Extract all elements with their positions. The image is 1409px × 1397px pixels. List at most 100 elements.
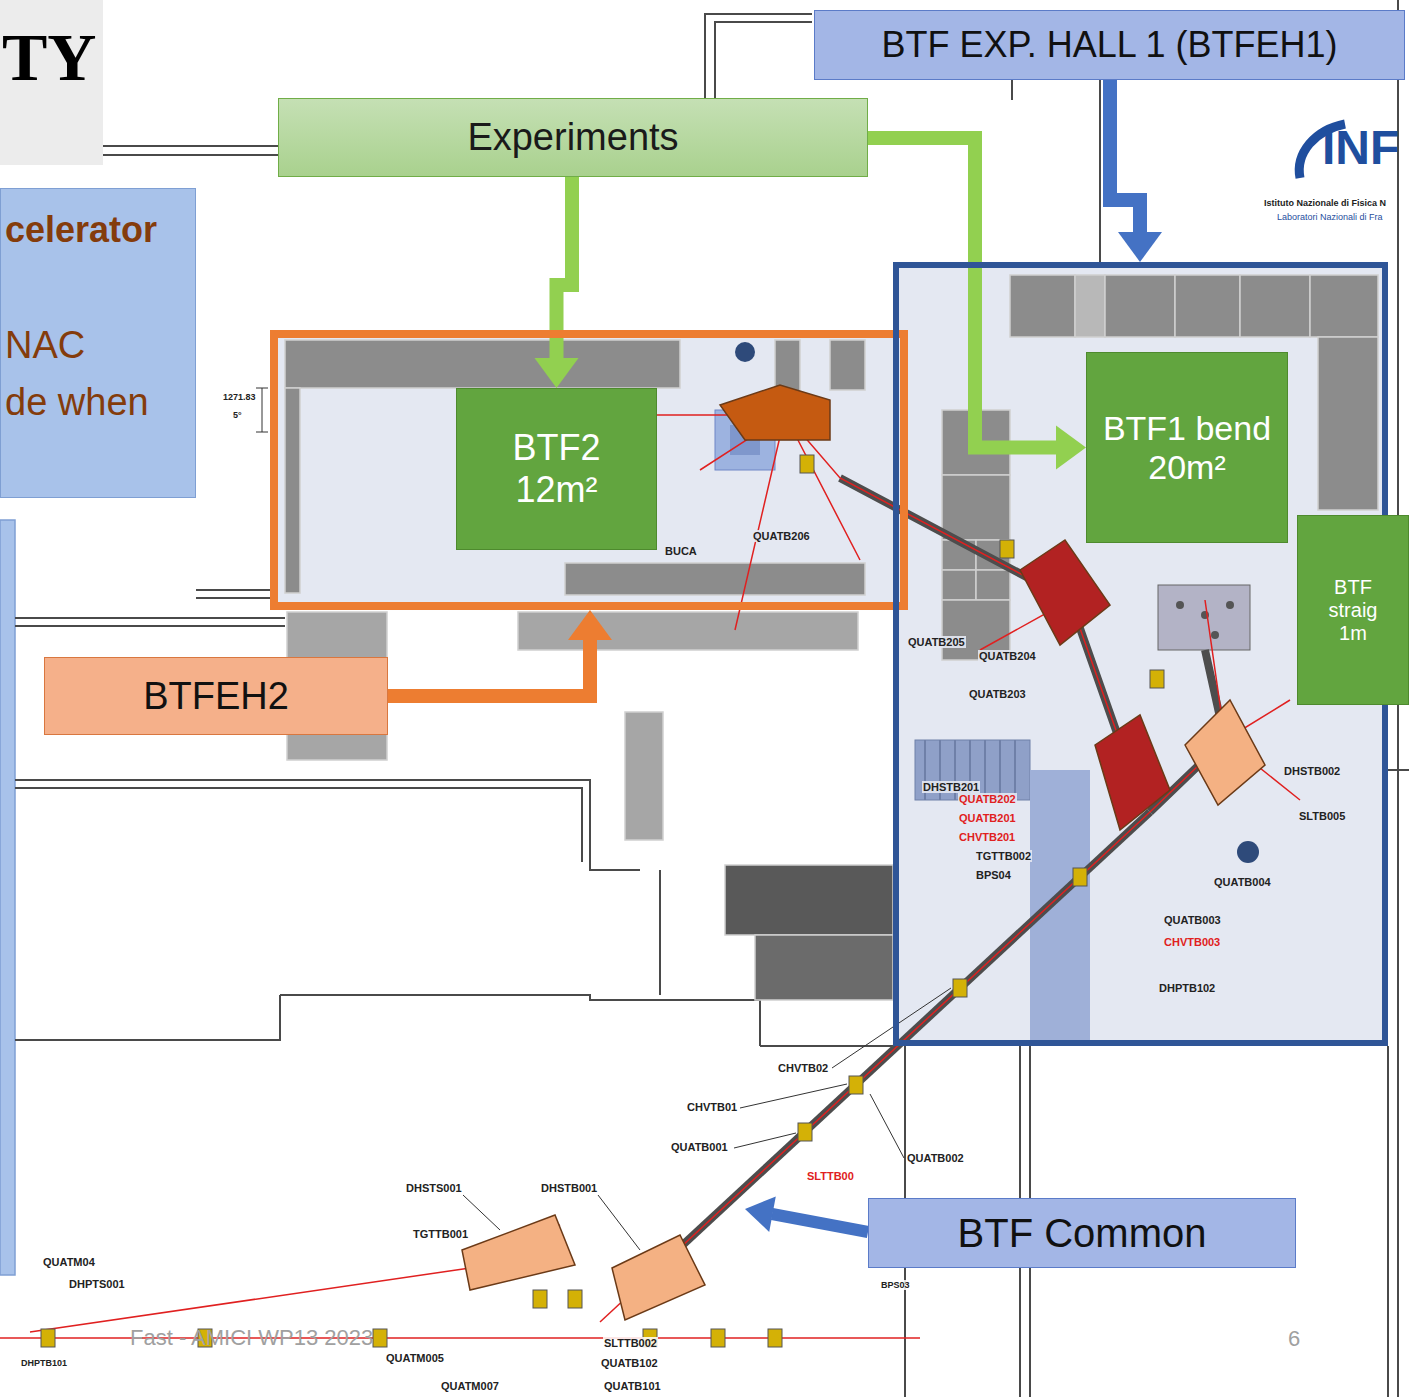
part-label: SLTTB002 [603,1337,658,1349]
plan-circle [1176,601,1184,609]
part-label: QUATM007 [440,1380,500,1392]
part-label: DHSTB001 [540,1182,598,1194]
box-text: BTF Common [958,1211,1207,1256]
plan-polygon [720,385,830,440]
plan-rect [725,865,893,935]
arrow-head [568,610,612,640]
arrow-head [1118,232,1162,262]
plan-rect [1175,275,1240,337]
plan-path [196,590,270,598]
plan-rect [1150,670,1164,688]
part-label: DHSTS001 [405,1182,463,1194]
part-label: QUATB004 [1213,876,1272,888]
box-text: BTF1 bend [1103,409,1271,448]
part-label: QUATB002 [906,1152,965,1164]
dimension: 1271.83 [222,392,257,402]
plan-rect [1075,275,1105,337]
line-label: BTF Common [868,1198,1296,1268]
arrow-head [535,358,579,388]
part-label: CHVTB201 [958,831,1016,843]
plan-rect [1158,585,1250,650]
plan-rect [568,1290,582,1308]
plan-rect [1030,770,1090,1040]
plan-path [1012,80,1110,262]
plan-rect [768,1329,782,1347]
part-label: BPS04 [975,869,1012,881]
plan-rect [1073,868,1087,886]
box-text: celerator [5,209,157,251]
plan-path [772,1214,868,1232]
title-box: TY [0,0,103,165]
plan-rect [942,475,1010,540]
plan-rect [533,1290,547,1308]
part-label: DHSTB201 [922,781,980,793]
plan-path [660,870,905,1397]
part-label: SLTTB00 [806,1170,855,1182]
part-label: SLTB005 [1298,810,1346,822]
part-label: QUATM04 [42,1256,96,1268]
plan-path [832,988,951,1068]
area-box: BTF1 bend20m² [1086,352,1288,543]
beam-lines [0,415,1300,1338]
plan-rect [798,1123,812,1141]
part-label: QUATB206 [752,530,811,542]
plan-circle [1211,631,1219,639]
footer-text: Fast - AMICI WP13 2023 [130,1325,373,1351]
area-box: BTF212m² [456,388,657,550]
part-label: BPS03 [880,1280,911,1290]
part-label: QUATB203 [968,688,1027,700]
plan-rect [285,388,300,593]
box-text: BTF straig 1m [1321,576,1385,645]
page-number: 6 [1288,1326,1300,1352]
box-text: Experiments [467,116,678,159]
plan-rect [0,520,15,1275]
hall-region: QUATB206BUCABTF212m² [270,330,908,610]
plan-rect [830,340,865,390]
plan-path [598,1195,640,1250]
part-label: QUATB001 [670,1141,729,1153]
part-label: DHPTB101 [20,1358,68,1368]
plan-path [740,1084,847,1108]
plan-rect [711,1329,725,1347]
part-label: QUATB202 [958,793,1017,805]
plan-path [15,780,640,870]
plan-rect [1310,275,1378,337]
plan-rect [942,570,976,600]
part-label: CHVTB02 [777,1062,829,1074]
plan-rect [373,1329,387,1347]
connector-line [388,634,590,696]
walls [15,0,1409,1397]
box-text: BTF2 [512,427,600,469]
box-text: NAC [5,324,85,367]
logo-text: INF [1322,120,1399,175]
experiments-box: Experiments [278,98,868,177]
plan-path [870,1094,904,1158]
part-label: QUATB101 [603,1380,662,1392]
part-label: TGTTB002 [975,850,1032,862]
part-label: CHVTB003 [1163,936,1221,948]
hall-label: BTF EXP. HALL 1 (BTFEH1) [814,10,1405,80]
plan-rect [1318,337,1378,510]
logo-text: Laboratori Nazionali di Fra [1277,212,1383,222]
part-label: DHPTS001 [68,1278,126,1290]
plan-path [790,420,1130,770]
plan-path [15,618,285,626]
plan-rect [1105,275,1175,337]
plan-rect [1240,275,1310,337]
plan-path [256,388,268,432]
logo-text: Istituto Nazionale di Fisica N [1264,198,1386,208]
part-label: QUATB003 [1163,914,1222,926]
plan-rect [565,563,865,595]
plan-path [734,1133,796,1148]
box-text: BTF EXP. HALL 1 (BTFEH1) [881,24,1337,66]
box-text: 12m² [515,469,597,511]
arrow-head [1056,426,1086,470]
connector [388,610,612,696]
plan-circle [735,342,755,362]
plan-polygon [1185,700,1265,805]
connector [535,177,579,388]
box-text: TY [2,18,96,97]
part-label: DHSTB002 [1283,765,1341,777]
plan-rect [1000,540,1014,558]
